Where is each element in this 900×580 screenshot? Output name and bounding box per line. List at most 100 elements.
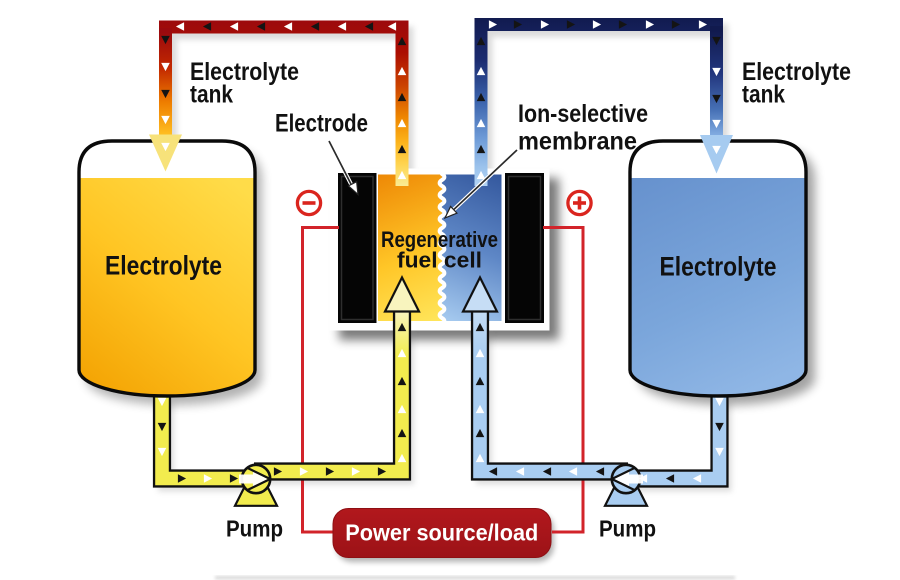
hot-pipe-tank-arrowhead (149, 134, 182, 172)
cell-label-line2: fuel cell (397, 248, 482, 273)
flow-arrow-icon (203, 474, 213, 483)
flow-arrow-icon (273, 467, 283, 476)
ion-selective-membrane (437, 172, 447, 326)
flow-arrow-icon (397, 428, 407, 438)
yellow-return-pipe (152, 275, 421, 488)
flow-arrow-icon (202, 22, 212, 31)
flow-arrow-icon (397, 348, 407, 358)
flow-arrow-icon (161, 142, 170, 152)
membrane-label-line2: membrane (518, 128, 637, 156)
flow-arrow-icon (229, 474, 239, 483)
left-electrolyte-tank: Electrolyte (77, 139, 257, 398)
flow-arrow-icon (397, 404, 407, 414)
left-tank-content-label: Electrolyte (105, 251, 222, 281)
plus-glyph-v (577, 196, 582, 210)
right-tank-label-line2: tank (742, 81, 785, 109)
bottom-pipes (152, 275, 729, 488)
flow-arrow-icon (595, 467, 605, 476)
flow-arrow-icon (387, 22, 397, 31)
membrane-pointer-arrowhead-icon (443, 205, 458, 220)
flow-arrow-icon (397, 376, 407, 386)
flow-arrow-icon (671, 20, 681, 29)
positive-electrode (505, 173, 544, 323)
flow-arrow-icon (515, 467, 525, 476)
flow-arrow-icon (476, 66, 486, 76)
flow-arrow-icon (397, 118, 407, 128)
left-pump-flow-arrow (239, 470, 268, 488)
flow-arrow-icon (698, 20, 708, 29)
blue-return-pipe (461, 275, 729, 488)
flow-arrow-icon (475, 348, 485, 358)
fuel-cell: Regenerative fuel cell (329, 168, 550, 331)
ground-shadow-line (215, 576, 735, 580)
flow-arrow-icon (397, 170, 407, 180)
negative-electrode-bevel (340, 175, 374, 321)
flow-arrow-icon (475, 404, 485, 414)
right-tank-content-label: Electrolyte (660, 252, 777, 282)
left-tank-label-line1: Electrolyte (190, 58, 299, 86)
left-pump (233, 463, 279, 507)
power-box-label: Power source/load (345, 520, 538, 546)
membrane-label-line1: Ion-selective (518, 100, 648, 128)
electrode-pointer-arrowhead-icon (347, 180, 359, 196)
flow-arrow-icon (476, 36, 486, 46)
flow-direction-arrows (157, 20, 724, 483)
right-pump (603, 463, 649, 507)
flow-arrow-icon (397, 144, 407, 154)
yellow-inflow-arrowhead (383, 275, 421, 313)
power-source-load: Power source/load (332, 508, 552, 558)
right-tank-liquid (631, 178, 805, 395)
flow-arrow-icon (157, 397, 167, 407)
flow-arrow-icon (513, 20, 523, 29)
flow-arrow-icon (325, 467, 335, 476)
flow-arrow-icon (542, 467, 552, 476)
flow-arrow-icon (592, 20, 602, 29)
flow-arrow-icon (475, 428, 485, 438)
left-tank-outline (77, 139, 257, 398)
flow-arrow-icon (476, 170, 486, 180)
left-pump-label: Pump (226, 516, 283, 542)
flow-arrow-icon (397, 66, 407, 76)
annotations: Electrolyte tank Electrolyte tank Electr… (190, 58, 851, 542)
flow-arrow-icon (715, 447, 724, 457)
flow-arrow-icon (712, 145, 721, 155)
flow-arrow-icon (161, 115, 170, 125)
flow-arrow-icon (475, 322, 485, 332)
flow-arrow-icon (177, 474, 187, 483)
flow-arrow-icon (397, 453, 407, 463)
flow-arrow-icon (566, 20, 576, 29)
left-tank-liquid (80, 178, 254, 395)
flow-arrow-icon (476, 144, 486, 154)
flow-arrow-icon (712, 36, 721, 46)
negative-terminal (295, 189, 323, 217)
flow-arrow-icon (645, 20, 655, 29)
flow-arrow-icon (364, 22, 374, 31)
right-electrolyte-tank: Electrolyte (628, 139, 808, 398)
flow-arrow-icon (715, 397, 724, 407)
positive-terminal (566, 189, 593, 217)
flow-arrow-icon (665, 474, 675, 483)
flow-arrow-icon (229, 22, 239, 31)
flow-arrow-icon (397, 92, 407, 102)
circuit-wires (301, 226, 585, 534)
flow-arrow-icon (157, 422, 167, 432)
flow-arrow-icon (692, 474, 702, 483)
flow-arrow-icon (712, 67, 721, 77)
flow-arrow-icon (299, 467, 309, 476)
flow-arrow-icon (256, 22, 266, 31)
left-pump-impeller (246, 466, 273, 492)
positive-wire (543, 226, 585, 534)
flow-arrow-icon (712, 119, 721, 129)
power-box (332, 508, 552, 558)
negative-electrode (338, 173, 377, 323)
flow-arrow-icon (476, 118, 486, 128)
flow-arrow-icon (310, 22, 320, 31)
flow-arrow-icon (397, 36, 407, 46)
flow-arrow-icon (377, 467, 387, 476)
minus-glyph (302, 201, 316, 205)
flow-arrow-icon (488, 20, 498, 29)
flow-arrow-icon (161, 89, 170, 99)
positive-electrode-bevel (507, 175, 542, 321)
